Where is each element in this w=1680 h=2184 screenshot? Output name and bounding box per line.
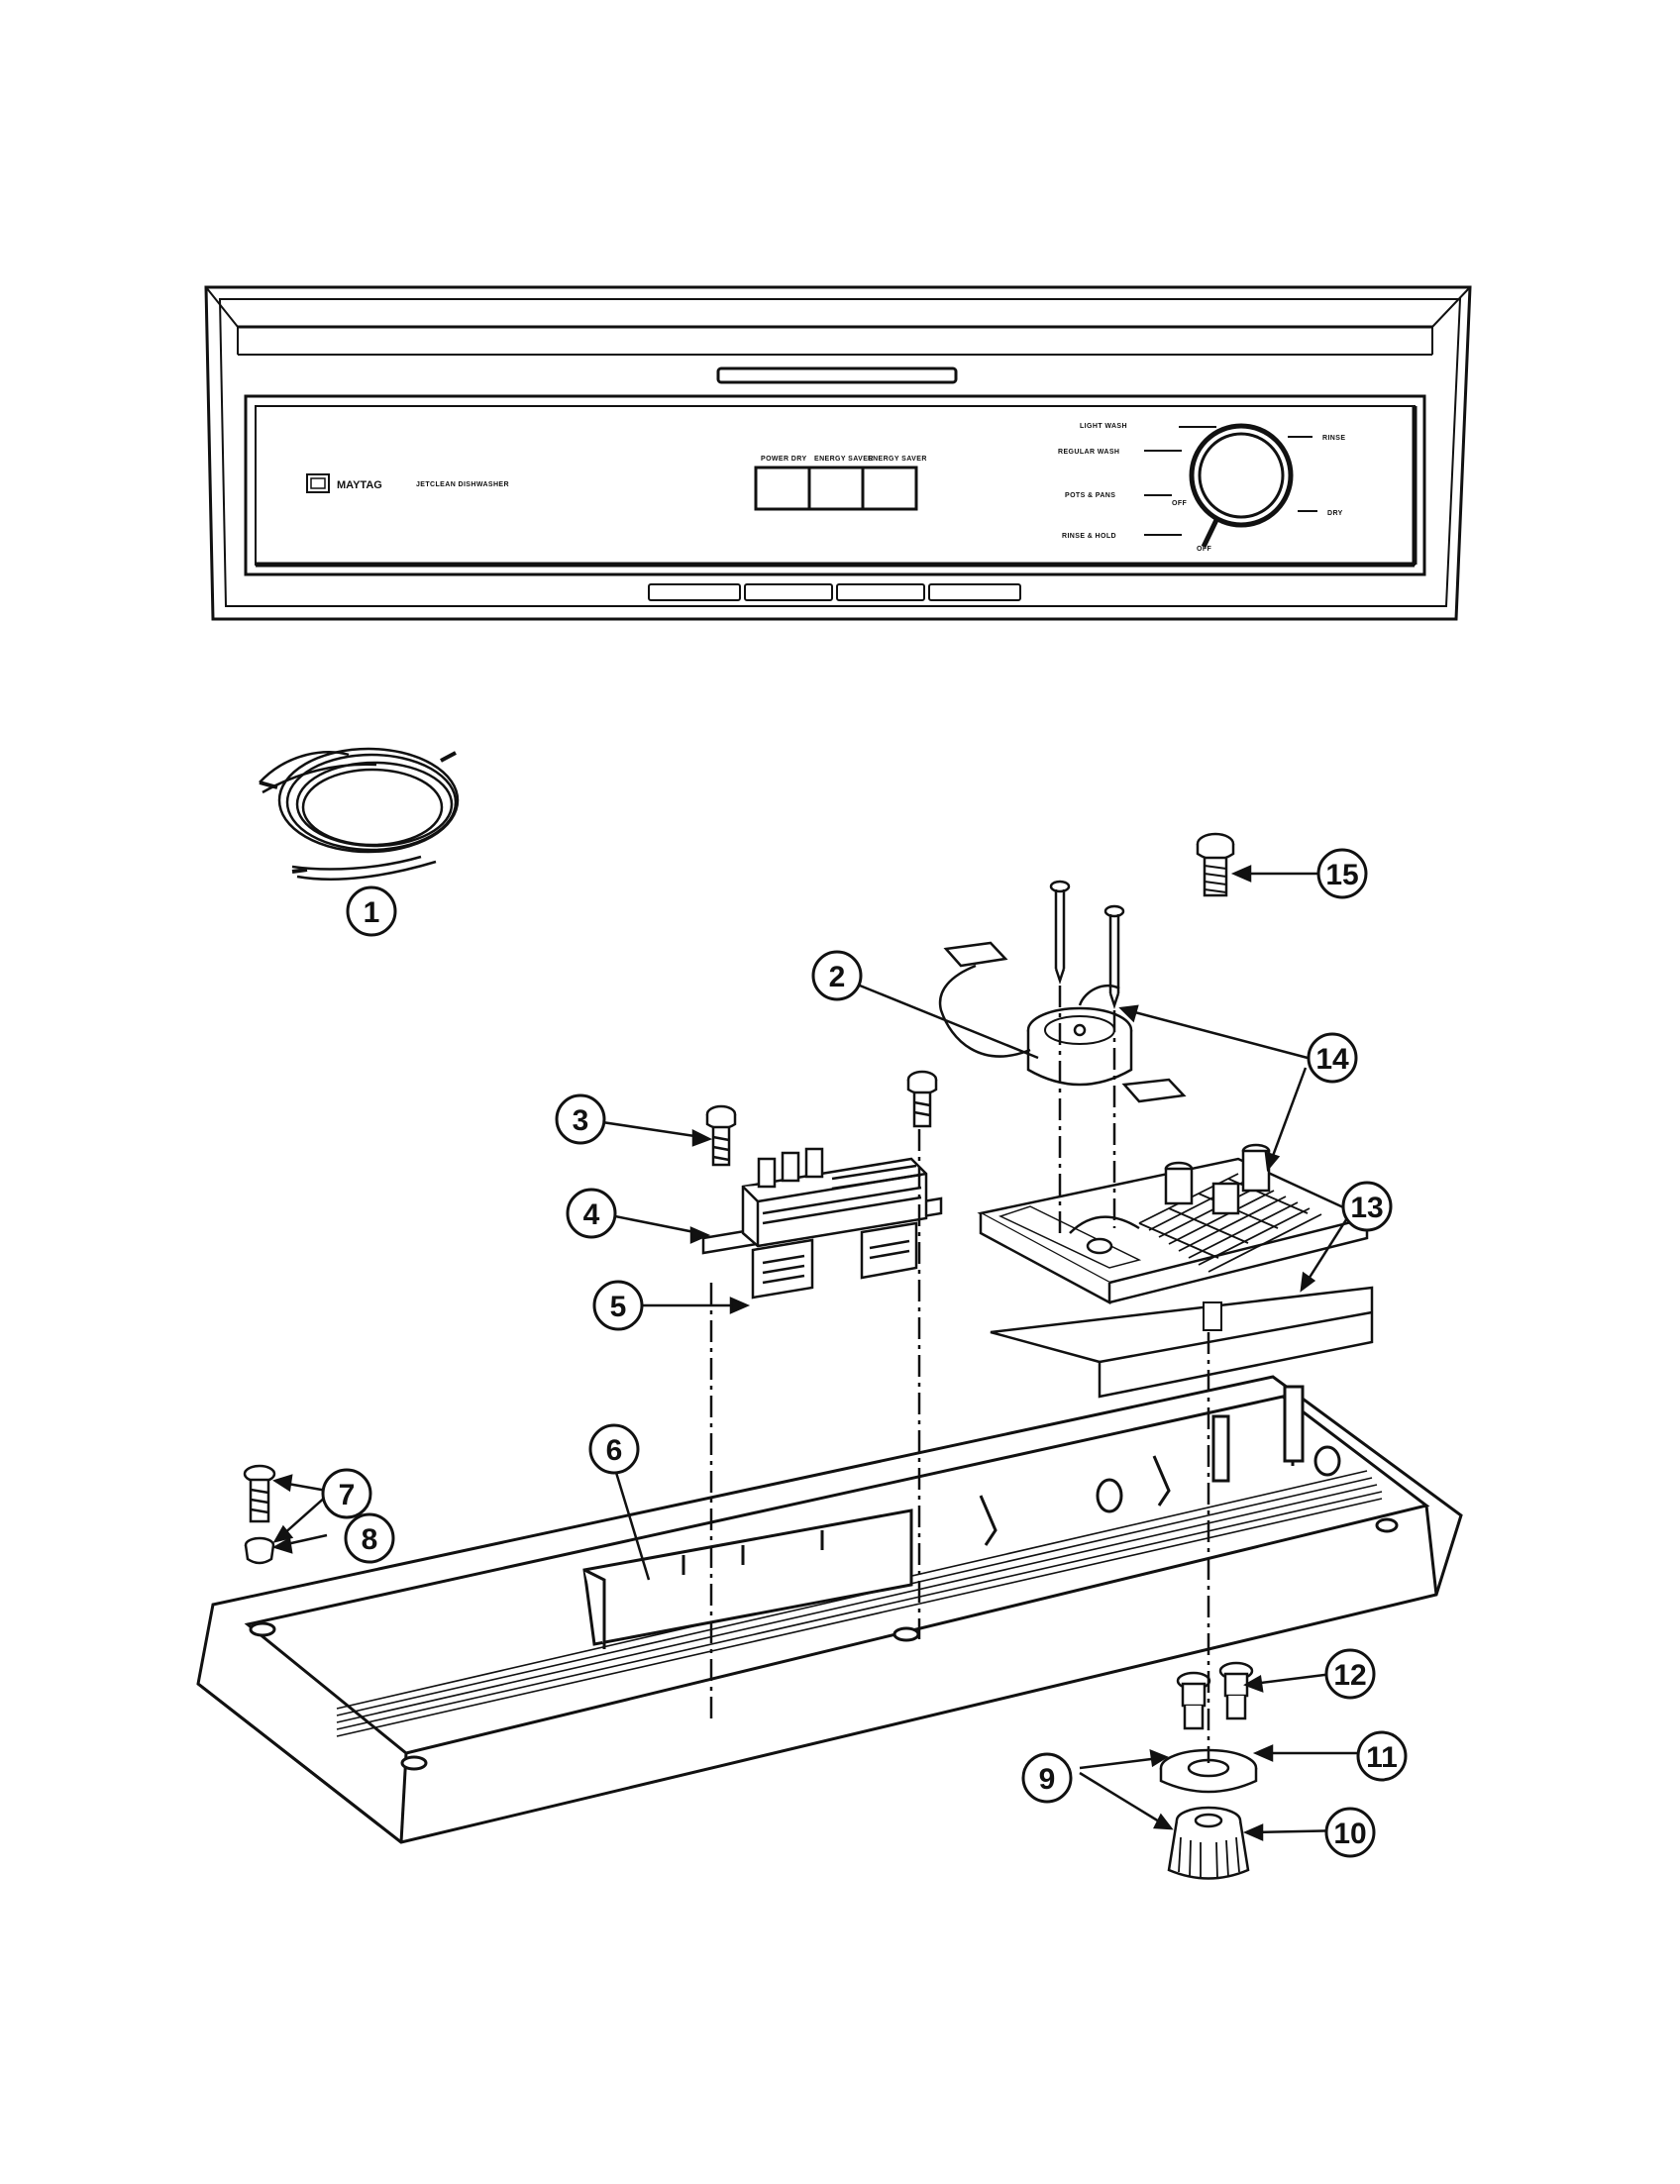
control-panel: [204, 285, 1472, 621]
callout-number-5: 5: [610, 1291, 627, 1323]
dial-label-off-1: OFF: [1172, 500, 1188, 507]
callout-number-7: 7: [339, 1479, 356, 1511]
assembly-lines: [709, 986, 1210, 1763]
dial-label-pots-pans: POTS & PANS: [1065, 492, 1115, 499]
wire-harness: [259, 747, 460, 881]
switch-screws: [705, 1070, 938, 1167]
dial-label-dry: DRY: [1327, 510, 1343, 517]
button-label-1: POWER DRY: [761, 456, 807, 463]
callout-circle-2: [811, 950, 863, 1001]
timer: [977, 1143, 1371, 1305]
dial-label-off-2: OFF: [1197, 546, 1212, 553]
knob: [1167, 1806, 1250, 1880]
dial-label-light-wash: LIGHT WASH: [1080, 423, 1127, 430]
callout-circle-5: [592, 1280, 644, 1331]
timer-screws: [1176, 1661, 1254, 1730]
dial-label-regular-wash: REGULAR WASH: [1058, 449, 1119, 456]
callout-number-6: 6: [606, 1434, 623, 1467]
callout-circle-13: [1341, 1181, 1393, 1232]
callout-number-1: 1: [364, 896, 380, 929]
callout-circle-1: [346, 885, 397, 937]
button-label-3: ENERGY SAVER: [868, 456, 927, 463]
callout-number-11: 11: [1366, 1741, 1398, 1774]
callout-number-13: 13: [1350, 1192, 1383, 1224]
console-base: [196, 1375, 1463, 1844]
callout-number-9: 9: [1039, 1763, 1056, 1796]
callout-number-15: 15: [1325, 859, 1358, 891]
callout-circle-4: [566, 1188, 617, 1239]
brand-label: MAYTAG: [337, 479, 382, 491]
callout-number-8: 8: [362, 1523, 378, 1556]
callout-circle-3: [555, 1093, 606, 1145]
callout-number-3: 3: [573, 1104, 589, 1137]
callout-circle-8: [344, 1512, 395, 1564]
panel-text: MAYTAG JETCLEAN DISHWASHER POWER DRY ENE…: [337, 423, 1345, 553]
callout-number-12: 12: [1333, 1659, 1366, 1692]
timer-motor: [938, 880, 1187, 1103]
dial-label-rinse: RINSE: [1322, 435, 1345, 442]
callout-circle-11: [1356, 1730, 1408, 1782]
callout-numbers: 1 2 3 4 5 6 7 8 9 10 11 12 13 14 15: [339, 859, 1398, 1850]
timer-insulator: [990, 1286, 1374, 1399]
callout-number-10: 10: [1333, 1818, 1366, 1850]
model-label: JETCLEAN DISHWASHER: [416, 481, 509, 488]
callout-number-14: 14: [1315, 1043, 1349, 1076]
push-button-switch: [701, 1147, 943, 1300]
callout-circle-15: [1316, 848, 1368, 899]
button-label-2: ENERGY SAVER: [814, 456, 874, 463]
screw-15: [1196, 832, 1235, 897]
callout-circle-12: [1324, 1648, 1376, 1700]
dial-skirt: [1159, 1748, 1258, 1794]
callout-circle-9: [1021, 1752, 1073, 1804]
screw-cap: [244, 1536, 275, 1565]
leader-lines: [271, 865, 1362, 1841]
callout-circle-10: [1324, 1807, 1376, 1858]
dial-label-rinse-hold: RINSE & HOLD: [1062, 533, 1116, 540]
callout-circle-6: [588, 1423, 640, 1475]
console-screw: [243, 1464, 276, 1523]
callout-circle-7: [321, 1468, 372, 1519]
callouts: [321, 848, 1408, 1858]
callout-number-4: 4: [583, 1198, 600, 1231]
callout-circle-14: [1307, 1032, 1358, 1084]
callout-number-2: 2: [829, 961, 846, 993]
